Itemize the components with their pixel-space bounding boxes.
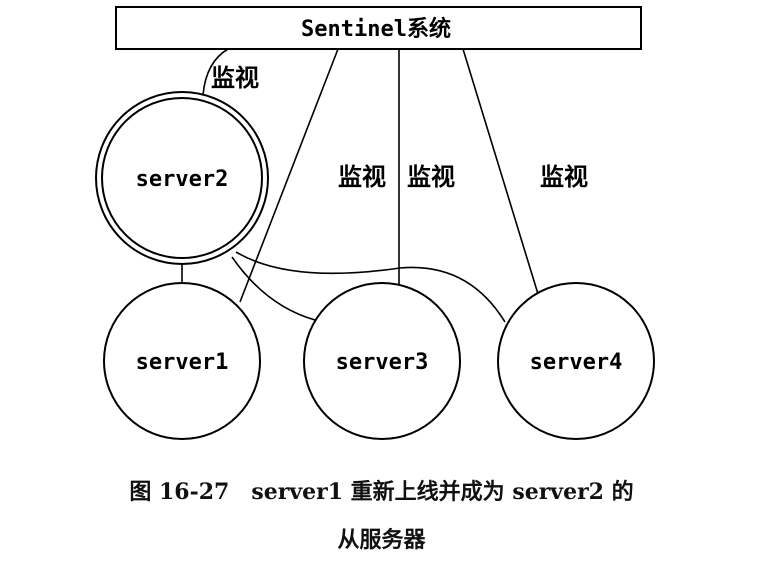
sentinel-system-label: Sentinel系统 (301, 16, 451, 42)
server2-outer-ring (95, 91, 269, 265)
monitor-link-server2 (202, 48, 229, 96)
replication-link-server3 (231, 256, 316, 321)
server3-label: server3 (336, 350, 429, 375)
server1-node (103, 282, 261, 440)
server4-label: server4 (530, 350, 623, 375)
server2-node (101, 97, 263, 259)
monitor-label-server4: 监视 (540, 163, 588, 191)
server4-node (497, 282, 655, 440)
monitor-label-server1: 监视 (338, 163, 386, 191)
replication-link-server4 (235, 251, 506, 323)
diagram-canvas: Sentinel系统 监视 监视 监视 监视 server2 server1 s… (95, 6, 655, 440)
figure-caption-line2: 从服务器 (337, 527, 426, 553)
sentinel-system-box (115, 6, 642, 50)
monitor-link-server4 (462, 48, 539, 295)
monitor-label-server3: 监视 (407, 163, 455, 191)
monitor-label-server2: 监视 (211, 64, 259, 92)
figure-caption-line1: 图 16-27 server1 重新上线并成为 server2 的 (129, 479, 634, 505)
server1-label: server1 (136, 350, 229, 375)
server3-node (303, 282, 461, 440)
monitor-link-server1 (239, 48, 339, 303)
server2-label: server2 (136, 167, 229, 192)
